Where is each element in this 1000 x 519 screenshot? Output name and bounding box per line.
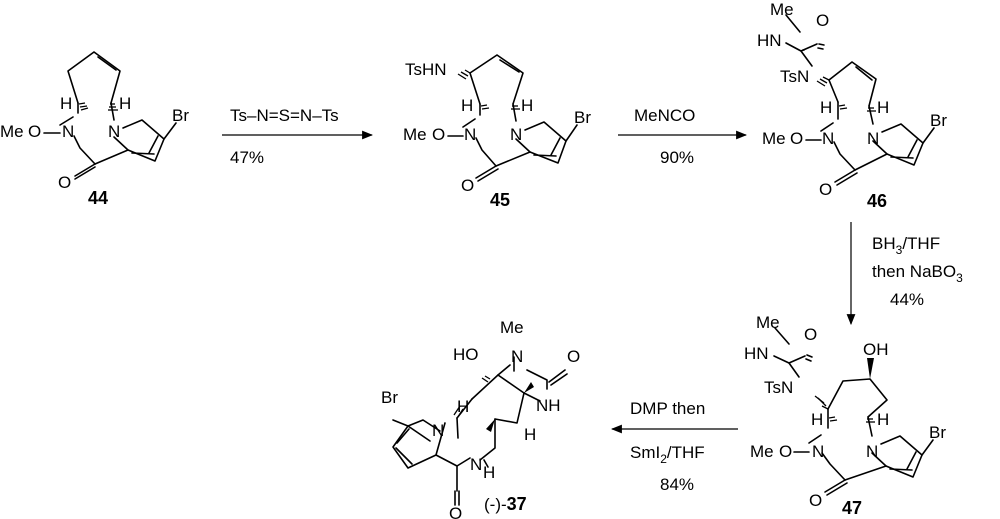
compound-44: H H N N O Me O Br 44 <box>0 51 189 208</box>
c47-tsn: TsN <box>764 378 793 397</box>
c37-amide-h: H <box>483 463 495 482</box>
c45-pyrrole-n: N <box>510 125 522 144</box>
c37-carbonyl-o: O <box>449 504 462 519</box>
compound-45-bonds <box>447 54 578 182</box>
c44-amide-n: N <box>62 122 74 141</box>
compound-44-number: 44 <box>88 188 108 208</box>
c47-me: Me <box>756 313 780 332</box>
c47-oh: OH <box>863 340 889 359</box>
compound-45-number: 45 <box>490 190 510 210</box>
reaction-4: DMP then SmI2/THF 84% <box>610 399 738 494</box>
c44-h-right: H <box>119 94 131 113</box>
compound-47: Me HN O TsN OH H H N N O Me O Br 47 <box>744 313 946 518</box>
c45-tshn: TsHN <box>405 60 447 79</box>
c46-me: Me <box>770 0 794 19</box>
c46-h-right: H <box>877 98 889 117</box>
c47-meo-me: Me <box>750 442 774 461</box>
reaction-3-reagent-main: BH <box>872 234 896 253</box>
c47-h-left: H <box>811 410 823 429</box>
compound-45: TsHN H H N N O Me O Br 45 <box>403 54 591 210</box>
reaction-4-reagent2-rest: /THF <box>667 443 705 462</box>
c44-pyrrole-n: N <box>108 122 120 141</box>
c44-carbonyl-o: O <box>58 173 71 192</box>
reaction-3-reagent-2: then NaBO3 <box>872 262 963 285</box>
c44-meo-me: Me <box>0 122 24 141</box>
c47-h-right: H <box>877 410 889 429</box>
c47-br: Br <box>929 423 946 442</box>
compound-37-number: 37 <box>507 494 527 514</box>
c47-carbonyl-o: O <box>809 491 822 510</box>
compound-47-number: 47 <box>842 498 862 518</box>
compound-46-number: 46 <box>867 191 887 211</box>
c46-hn: HN <box>757 31 782 50</box>
c37-br: Br <box>381 388 398 407</box>
c37-h-top: H <box>524 425 536 444</box>
c46-meo-me: Me <box>762 129 786 148</box>
c45-h-left: H <box>461 96 473 115</box>
c37-nh-urea: NH <box>536 396 561 415</box>
compound-37: HO Me N O NH H H N N H O Br (-)-37 <box>381 318 580 519</box>
c46-br: Br <box>930 111 947 130</box>
reaction-4-reagent-2: SmI2/THF <box>630 443 705 466</box>
compound-44-bonds <box>43 51 177 180</box>
reaction-3-reagent-sub: 3 <box>896 243 903 257</box>
c44-br: Br <box>172 106 189 125</box>
reaction-3-reagent2-main: then NaBO <box>872 262 956 281</box>
c46-meo-o: O <box>790 129 803 148</box>
c44-meo-o: O <box>28 122 41 141</box>
c37-n-me: N <box>511 347 523 366</box>
c37-h-ring: H <box>457 397 469 416</box>
reaction-4-yield: 84% <box>660 475 694 494</box>
c45-meo-o: O <box>432 125 445 144</box>
compound-46: Me HN O TsN H H N N O Me O Br 46 <box>757 0 947 211</box>
reaction-2-reagent: MeNCO <box>634 106 695 125</box>
c46-carbonyl-o: O <box>819 180 832 199</box>
compound-37-label: (-)-37 <box>484 494 527 514</box>
reaction-1: Ts–N=S=N–Ts 47% <box>222 106 374 167</box>
c46-h-left: H <box>820 98 832 117</box>
c37-pyrrole-n: N <box>432 421 444 440</box>
reaction-3-reagent2-sub: 3 <box>956 271 963 285</box>
c45-carbonyl-o: O <box>461 176 474 195</box>
c46-tsn: TsN <box>780 67 809 86</box>
c47-urea-o: O <box>804 325 817 344</box>
reaction-4-reagent2-main: SmI <box>630 443 660 462</box>
reaction-3: BH3/THF then NaBO3 44% <box>846 222 963 326</box>
c37-amide-n: N <box>470 455 482 474</box>
reaction-1-yield: 47% <box>230 148 264 167</box>
c45-br: Br <box>574 108 591 127</box>
c46-pyrrole-n: N <box>867 129 879 148</box>
c47-hn: HN <box>744 344 769 363</box>
c37-ho: HO <box>453 345 479 364</box>
c37-me: Me <box>500 318 524 337</box>
compound-47-bonds <box>773 327 934 496</box>
reaction-4-reagent: DMP then <box>630 399 705 418</box>
c45-h-right: H <box>521 96 533 115</box>
reaction-1-reagent: Ts–N=S=N–Ts <box>230 106 339 125</box>
reaction-2-yield: 90% <box>660 148 694 167</box>
c44-h-left: H <box>60 94 72 113</box>
compound-37-prefix: (-)- <box>484 495 507 514</box>
reaction-4-reagent2-sub: 2 <box>660 452 667 466</box>
reaction-2: MeNCO 90% <box>618 106 748 167</box>
c45-amide-n: N <box>464 125 476 144</box>
compound-46-bonds <box>785 14 935 186</box>
compound-37-bonds <box>392 356 568 506</box>
c37-urea-o: O <box>567 347 580 366</box>
c46-urea-o: O <box>816 11 829 30</box>
c46-amide-n: N <box>822 129 834 148</box>
c47-meo-o: O <box>779 442 792 461</box>
reaction-3-yield: 44% <box>890 290 924 309</box>
c45-meo-me: Me <box>403 125 427 144</box>
reaction-3-reagent: BH3/THF <box>872 234 940 257</box>
c47-amide-n: N <box>812 442 824 461</box>
c47-pyrrole-n: N <box>866 442 878 461</box>
reaction-3-reagent-rest: /THF <box>902 234 940 253</box>
